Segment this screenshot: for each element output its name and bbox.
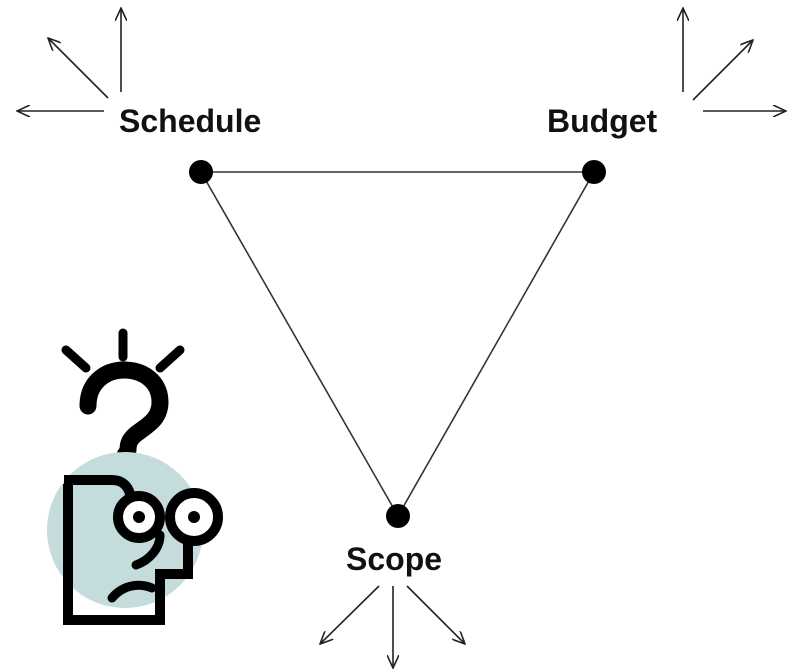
scope-expansion-arrows <box>320 585 465 668</box>
node-budget-label: Budget <box>547 103 658 139</box>
edge-budget-scope <box>397 171 595 517</box>
question-mark <box>79 361 169 459</box>
arrow-scope-down-right <box>406 585 465 644</box>
right-pupil <box>188 511 200 523</box>
node-schedule-label: Schedule <box>119 103 261 139</box>
ray-right <box>155 345 185 373</box>
budget-expansion-arrows <box>683 8 786 111</box>
node-scope-dot <box>386 504 410 528</box>
ray-left <box>61 345 91 373</box>
arrow-schedule-up-left <box>48 38 109 99</box>
head-outline <box>63 484 193 625</box>
node-scope-label: Scope <box>346 541 442 577</box>
node-budget-dot <box>582 160 606 184</box>
schedule-expansion-arrows <box>17 8 121 111</box>
triangle-edges <box>200 171 595 517</box>
node-schedule-dot <box>189 160 213 184</box>
arrow-scope-down-left <box>320 585 380 644</box>
left-pupil <box>133 511 145 523</box>
arrow-budget-up-right <box>692 40 753 101</box>
confused-face-question-icon <box>47 328 223 625</box>
head-top <box>64 475 135 496</box>
nose <box>131 530 165 570</box>
edge-scope-schedule <box>200 171 399 517</box>
mouth <box>107 580 157 603</box>
